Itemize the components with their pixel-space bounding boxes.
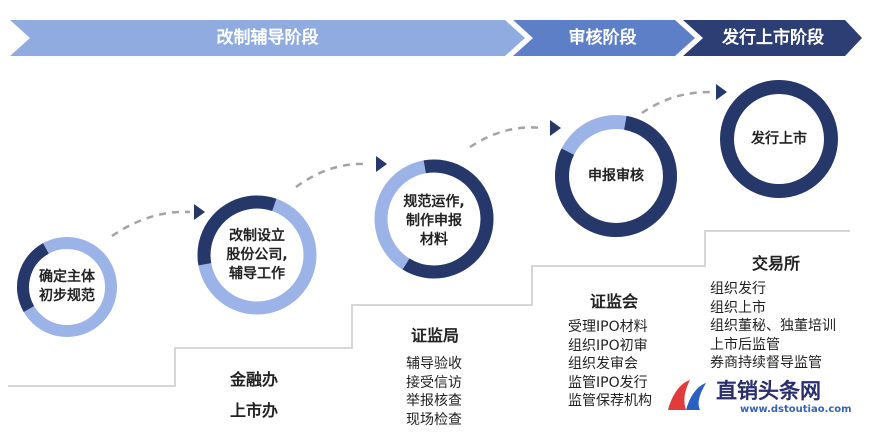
connector-4-arrowhead [716,84,727,100]
node-5-line-1: 发行上市 [751,131,807,147]
node-2-ring [197,195,317,315]
node-3-line-3: 材料 [420,232,448,248]
node-3-label: 规范运作, 制作申报 材料 [389,193,479,250]
jiaoyisuo-title: 交易所 [752,254,801,273]
jiaoyisuo-item: 组织董秘、独董培训 [710,318,836,334]
zhengjianhui-item: 监管IPO发行 [568,374,648,391]
zhengjianju-item: 接受信访 [406,374,462,391]
jiaoyisuo-item: 上市后监管 [710,336,780,353]
connector-2 [295,162,369,189]
node-2-line-2: 股份公司, [226,247,288,263]
zhengjianju-title: 证监局 [411,326,460,345]
zhengjianhui-list: 受理IPO材料 组织IPO初审 组织发审会 监管IPO发行 监管保荐机构 [568,318,652,411]
zhengjianhui-item: 组织发审会 [568,356,638,372]
watermark-brand: 直销头条网 [716,379,821,403]
watermark-url: www.dstoutiao.com [740,404,852,415]
node-4-line-1: 申报审核 [588,168,644,184]
node-1-line-2: 初步规范 [39,288,95,304]
node-2-label: 改制设立 股份公司, 辅导工作 [212,227,302,284]
node-4-label: 申报审核 [571,167,661,186]
zhengjianju-list: 辅导验收 接受信访 举报核查 现场检查 [406,355,462,429]
stage-label-1: 改制辅导阶段 [216,28,319,48]
stage-arrow-1 [10,20,525,56]
node-1-label: 确定主体 初步规范 [27,268,107,306]
jinrongban-line-1: 金融办 [230,370,279,389]
connector-2-arrowhead [376,156,387,172]
jiaoyisuo-item: 组织上市 [710,299,766,316]
jinrongban-line-2: 上市办 [230,401,279,420]
node-3-line-2: 制作申报 [406,213,462,229]
node-2-line-1: 改制设立 [229,228,285,244]
jiaoyisuo-list: 组织发行 组织上市 组织董秘、独董培训 上市后监管 券商持续督导监管 [710,280,836,373]
connector-1 [111,210,191,238]
stage-label-2: 审核阶段 [568,28,637,48]
node-2-line-3: 辅导工作 [229,266,285,282]
node-5-label: 发行上市 [734,130,824,149]
zhengjianju-item: 辅导验收 [406,356,462,372]
node-1-line-1: 确定主体 [39,269,95,285]
zhengjianhui-item: 组织IPO初审 [568,337,648,354]
connector-1-arrowhead [194,204,205,220]
connector-4 [641,90,711,115]
jiaoyisuo-item: 券商持续督导监管 [710,355,822,371]
node-5-ring [720,80,838,198]
stage-label-3: 发行上市阶段 [722,28,824,48]
jiaoyisuo-item: 组织发行 [710,281,766,297]
node-4-ring [555,115,677,237]
zhengjianhui-item: 监管保荐机构 [568,393,652,409]
node-1-ring [16,237,117,337]
zhengjianju-item: 现场检查 [406,411,462,428]
connector-3 [469,126,543,149]
stage-arrow-2 [513,20,695,56]
zhengjianju-item: 举报核查 [406,393,462,409]
staircase-line [8,230,850,387]
zhengjianhui-title: 证监会 [590,292,639,311]
zhengjianhui-item: 受理IPO材料 [568,319,648,335]
watermark-logo-icon [668,380,706,410]
connector-3-arrowhead [550,120,561,136]
node-3-ring [374,159,494,279]
node-3-line-1: 规范运作, [403,194,465,210]
stage-arrow-3 [683,20,862,56]
